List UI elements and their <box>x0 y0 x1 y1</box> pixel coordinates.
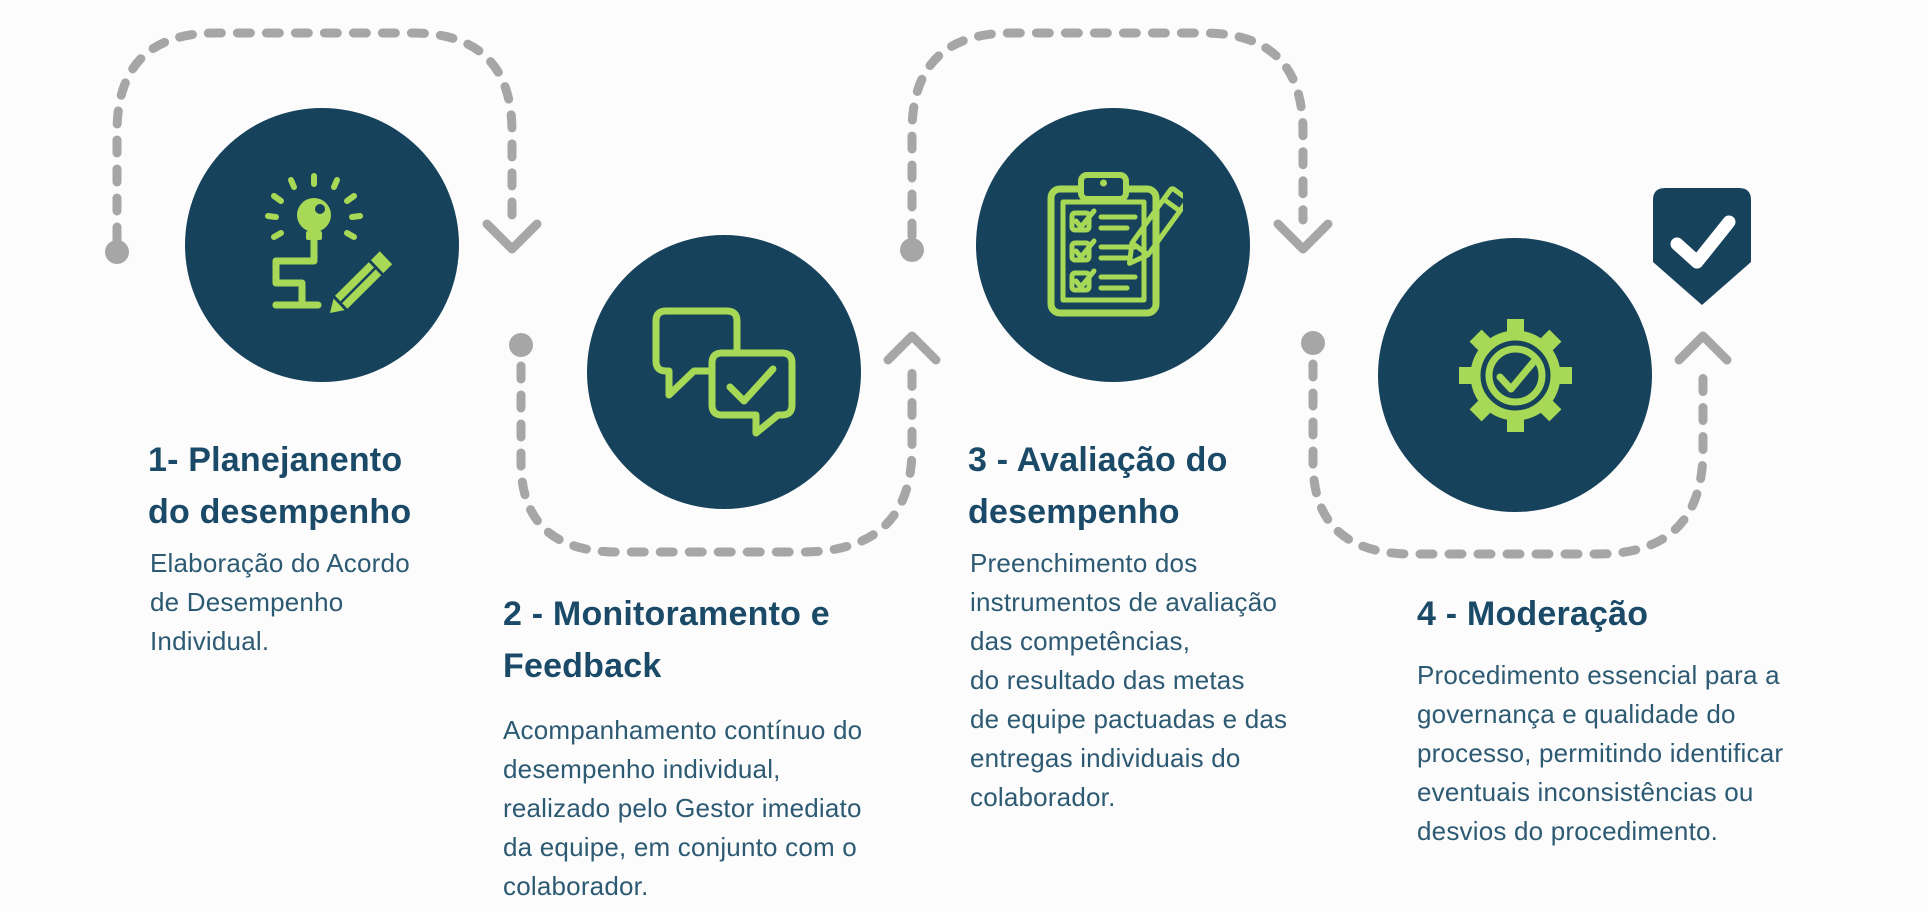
chat-check-icon <box>652 307 796 437</box>
idea-pencil-icon <box>265 172 392 313</box>
step-2-description: Acompanhamento contínuo do desempenho in… <box>503 715 863 901</box>
arrow-down-icon <box>482 219 542 254</box>
step-3-title: 3 - Avaliação do desempenho <box>968 441 1228 531</box>
step-2-circle <box>587 235 861 509</box>
gear-check-icon <box>1458 318 1572 432</box>
connector-path-3 <box>907 28 1308 241</box>
checklist-pencil-icon <box>1047 172 1183 317</box>
arrow-up-icon <box>1674 331 1732 365</box>
connector-dot <box>1301 331 1325 355</box>
arrow-down-icon <box>1273 219 1333 254</box>
step-3-circle <box>976 108 1250 382</box>
step-2-title: 2 - Monitoramento e Feedback <box>503 595 830 685</box>
connector-path-4 <box>1308 359 1708 559</box>
connector-path-2 <box>516 361 917 557</box>
step-3-description: Preenchimento dos instrumentos de avalia… <box>970 548 1288 812</box>
connector-path-1 <box>112 28 517 245</box>
connector-dot <box>900 238 924 262</box>
connector-dot <box>509 333 533 357</box>
arrow-up-icon <box>883 331 941 365</box>
step-4-title: 4 - Moderação <box>1417 595 1649 633</box>
step-1-description: Elaboração do Acordo de Desempenho Indiv… <box>150 548 410 656</box>
step-1-circle <box>185 108 459 382</box>
step-4-circle <box>1378 238 1652 512</box>
shield-badge <box>1653 188 1751 306</box>
shield-check-icon <box>1653 188 1751 305</box>
connector-start-dot <box>105 240 129 264</box>
step-1-title: 1- Planejanento do desempenho <box>148 441 412 531</box>
step-4-description: Procedimento essencial para a governança… <box>1417 660 1784 846</box>
